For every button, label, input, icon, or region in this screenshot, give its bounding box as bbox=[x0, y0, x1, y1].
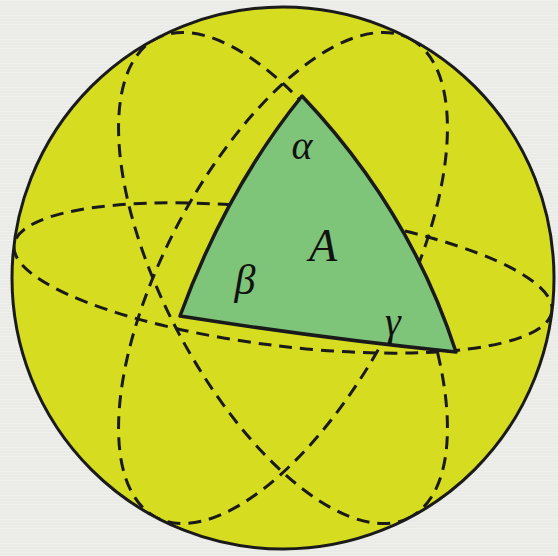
angle-label: α bbox=[292, 126, 313, 166]
great-circle bbox=[52, 0, 515, 556]
sphere bbox=[12, 7, 554, 549]
spherical-triangle bbox=[180, 96, 456, 352]
great-circle bbox=[52, 0, 515, 556]
angle-label: A bbox=[309, 223, 337, 269]
angle-label: γ bbox=[385, 302, 401, 342]
sphere-outline bbox=[12, 7, 554, 549]
angle-label: β bbox=[235, 259, 256, 301]
